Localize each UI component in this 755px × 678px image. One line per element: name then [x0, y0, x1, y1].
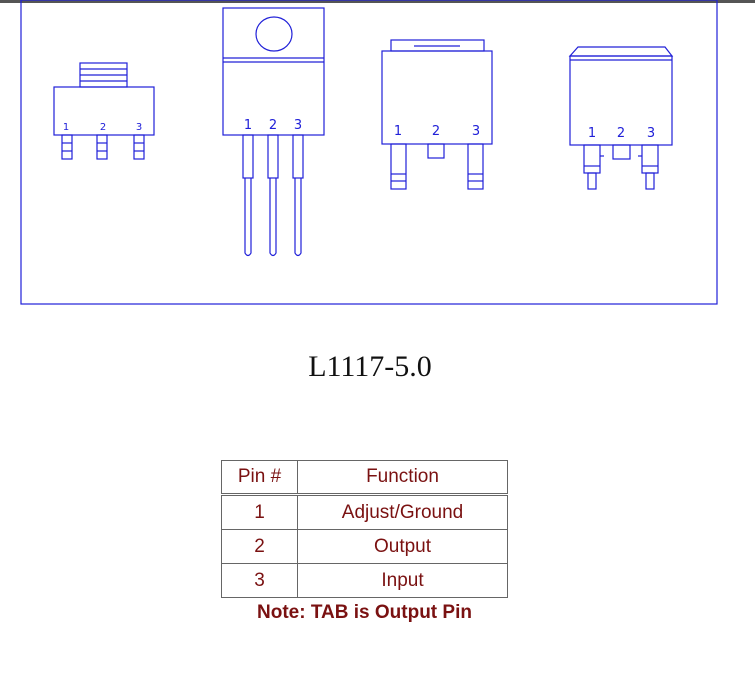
tab-note: Note: TAB is Output Pin	[257, 602, 472, 623]
to220-mounting-hole	[255, 16, 293, 52]
package-to220: 1 2 3	[222, 7, 325, 257]
to252s-tab	[568, 46, 674, 57]
pin-function-cell: Adjust/Ground	[297, 494, 508, 530]
pin-number-cell: 1	[221, 494, 298, 530]
pin-label: 3	[647, 126, 655, 141]
package-sot223: 1 2 3	[53, 62, 155, 160]
package-outline-drawings: 1 2 3 1 2 3 1 2 3	[20, 0, 718, 305]
pin-label: 1	[244, 118, 252, 133]
table-header-row: Pin # Function	[221, 460, 508, 496]
table-row: 3 Input	[221, 563, 508, 598]
pinout-table: Pin # Function 1 Adjust/Ground 2 Output …	[221, 460, 508, 598]
pin-number-cell: 2	[221, 529, 298, 564]
pin-label: 2	[617, 126, 625, 141]
pin-label: 3	[136, 122, 142, 133]
pin-label: 3	[472, 124, 480, 139]
pin-label: 2	[432, 124, 440, 139]
diagram-frame	[20, 0, 718, 305]
pin-function-cell: Output	[297, 529, 508, 564]
pin-label: 2	[100, 122, 106, 133]
pin-label: 1	[394, 124, 402, 139]
pin-label: 1	[63, 122, 69, 133]
part-number-title: L1117-5.0	[308, 350, 432, 383]
pin-label: 2	[269, 118, 277, 133]
pin-label: 3	[294, 118, 302, 133]
pin-function-cell: Input	[297, 563, 508, 598]
pin-label: 1	[588, 126, 596, 141]
column-header-pin: Pin #	[221, 460, 298, 496]
package-to252: 1 2 3	[381, 39, 493, 190]
pin-number-cell: 3	[221, 563, 298, 598]
package-to252-small: 1 2 3	[568, 46, 674, 190]
table-row: 2 Output	[221, 529, 508, 564]
package-diagram: 1 2 3 1 2 3 1 2 3	[0, 0, 755, 310]
column-header-function: Function	[297, 460, 508, 496]
to220-body	[222, 7, 325, 136]
top-border	[0, 0, 755, 3]
table-row: 1 Adjust/Ground	[221, 494, 508, 530]
